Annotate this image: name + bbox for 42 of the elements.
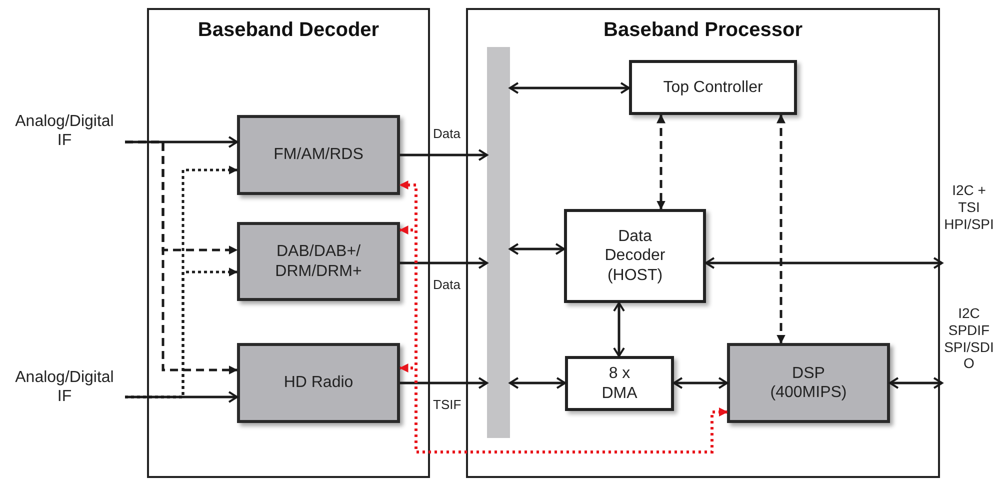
box-label: DAB/DAB+/ DRM/DRM+ [274, 242, 363, 281]
panel-title: Baseband Decoder [196, 18, 380, 43]
edge-label: Data [432, 278, 462, 291]
process-box [237, 222, 400, 301]
panel-title: Baseband Processor [602, 18, 804, 43]
process-box [565, 356, 674, 411]
box-label: HD Radio [282, 373, 354, 393]
box-label: Data Decoder (HOST) [604, 227, 666, 285]
process-box [237, 115, 400, 195]
arrow [705, 257, 943, 269]
arrow [673, 377, 728, 389]
process-box [564, 209, 706, 303]
process-box [237, 343, 400, 423]
edge-label: Data [432, 127, 462, 140]
signal-label: I2C SPDIF SPI/SDI O [942, 305, 996, 400]
dotted-arrow [125, 268, 238, 398]
box-label: 8 x DMA [600, 364, 638, 403]
edge-label: TSIF [432, 398, 462, 411]
process-box [629, 60, 797, 115]
panel-frame [466, 8, 940, 478]
signal-label: I2C + TSI HPI/SPI [942, 182, 996, 272]
box-label: DSP (400MIPS) [769, 364, 848, 402]
dashed-arrow [776, 114, 786, 344]
arrow [509, 243, 565, 255]
arrow [613, 302, 625, 357]
arrow [400, 377, 488, 389]
box-label: FM/AM/RDS [272, 145, 364, 165]
arrow [509, 377, 566, 389]
arrow [889, 377, 943, 389]
arrow [400, 257, 488, 269]
arrow [125, 391, 238, 403]
box-label: Top Controller [662, 78, 764, 98]
panel-frame [147, 8, 430, 478]
arrow [509, 82, 630, 94]
bus-bar [487, 47, 510, 438]
dashed-arrow [656, 114, 666, 210]
dashed-arrow [125, 140, 238, 374]
signal-label: Analog/Digital IF [4, 368, 125, 416]
signal-label: Analog/Digital IF [4, 112, 125, 160]
dotted-arrow [399, 364, 728, 454]
arrow [400, 149, 488, 161]
process-box [727, 343, 890, 423]
